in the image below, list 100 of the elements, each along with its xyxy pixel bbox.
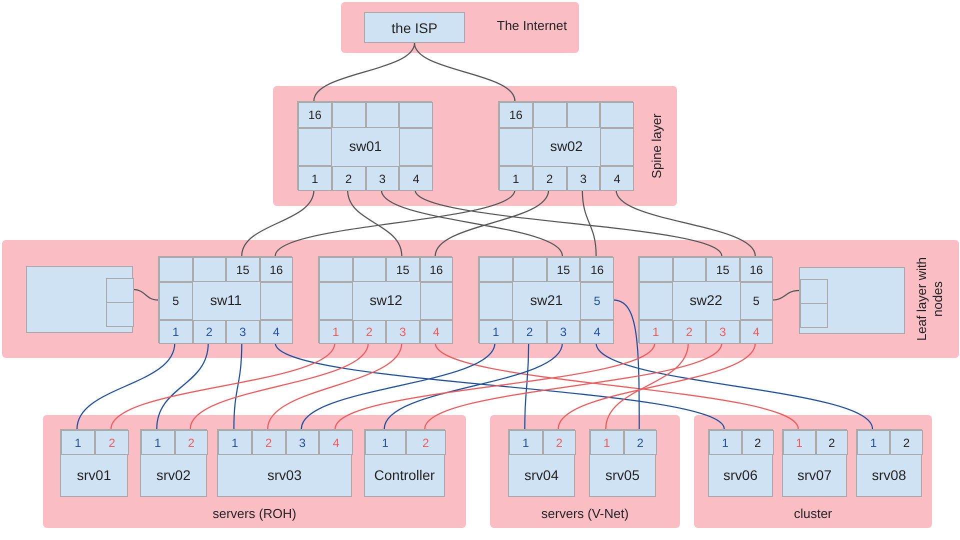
device-label: sw22 [688, 292, 724, 308]
port-cell: 1 [479, 320, 513, 344]
group-band [341, 2, 579, 53]
port-cell [399, 128, 433, 166]
gateway-box [26, 266, 133, 333]
cable-line [274, 190, 516, 256]
device-label: sw21 [529, 292, 564, 308]
provider-box [364, 12, 465, 43]
device-label: srv02 [155, 466, 192, 486]
port-cell: 16 [298, 102, 332, 128]
port-cell: 1 [298, 166, 332, 191]
port-cell: 5 [580, 282, 614, 320]
device-label: srv06 [722, 466, 759, 486]
port-cell: 16 [420, 257, 453, 282]
cable-line [267, 342, 402, 430]
cable-line [434, 342, 799, 430]
port-cell: 3 [286, 430, 320, 455]
cable-line [380, 190, 563, 256]
server-box [589, 429, 656, 497]
cable-line [190, 342, 369, 430]
port-cell: 1 [857, 430, 890, 455]
group-label: Leaf layer with nodes [914, 256, 946, 343]
server-box [856, 429, 922, 497]
cable-line [524, 343, 530, 429]
cable-line [334, 342, 656, 430]
port-cell: 4 [740, 320, 773, 344]
port-cell: 4 [399, 166, 433, 191]
cable-line [605, 342, 689, 430]
switch-box [158, 256, 292, 343]
server-box [364, 429, 445, 497]
gateway-box [799, 267, 905, 334]
group-label: servers (ROH) [212, 506, 298, 522]
server-box [708, 429, 773, 497]
port-cell: 1 [783, 430, 816, 455]
device-label: srv07 [796, 466, 833, 486]
port-cell: 2 [672, 320, 706, 344]
port-cell [639, 257, 672, 282]
port-cell: 2 [742, 430, 774, 455]
device-label: sw12 [368, 292, 404, 308]
cable-line [772, 290, 800, 301]
port-cell [479, 257, 513, 282]
group-label: servers (V-Net) [540, 506, 630, 522]
cable-line [582, 190, 597, 256]
port-cell: 2 [816, 430, 848, 455]
port-cell: 15 [706, 257, 740, 282]
port-cell [319, 282, 352, 320]
cable-line [596, 342, 874, 430]
port-cell [192, 257, 226, 282]
cable-line [414, 42, 516, 102]
port-cell: 5 [740, 282, 773, 320]
port-cell: 3 [706, 320, 740, 344]
port-cell: 16 [260, 257, 293, 282]
port-cell: 3 [566, 166, 600, 191]
port-cell: 3 [366, 166, 400, 191]
port-cell [420, 282, 453, 320]
cable-line [612, 299, 640, 429]
port-cell: 3 [226, 320, 260, 344]
server-box [217, 429, 352, 497]
switch-box [318, 256, 452, 343]
group-band [43, 415, 466, 528]
port-cell [319, 257, 352, 282]
port-cell: 1 [499, 166, 533, 191]
group-band [273, 86, 677, 206]
port-cell: 15 [546, 257, 580, 282]
cable-line [110, 342, 336, 430]
group-band [490, 415, 680, 528]
switch-box [478, 256, 613, 343]
port-cell [479, 282, 513, 320]
port-cell: 2 [532, 166, 566, 191]
cable-line [274, 342, 725, 430]
port-cell: 16 [740, 257, 773, 282]
port-cell [298, 128, 332, 166]
port-cell [352, 257, 386, 282]
port-cell: 4 [580, 320, 614, 344]
port-cell: 2 [624, 430, 657, 455]
group-label: Spine layer [648, 112, 666, 181]
port-cell: 1 [61, 430, 95, 455]
port-cell [800, 279, 828, 304]
port-cell: 1 [509, 430, 542, 455]
device-label: srv01 [76, 466, 112, 486]
port-cell: 2 [332, 166, 366, 191]
port-cell [399, 102, 433, 128]
port-cell: 1 [365, 430, 406, 455]
cable-line [616, 190, 756, 256]
port-cell: 2 [95, 430, 129, 455]
port-cell [672, 257, 706, 282]
port-cell: 1 [159, 320, 192, 344]
device-label: sw02 [549, 138, 584, 154]
port-cell: 2 [512, 320, 546, 344]
switch-box [297, 101, 432, 190]
port-cell: 2 [192, 320, 226, 344]
port-cell [600, 102, 634, 128]
group-label: The Internet [496, 18, 567, 34]
switch-box [498, 101, 633, 190]
port-cell [159, 257, 192, 282]
device-label: srv04 [523, 466, 560, 486]
port-cell: 1 [319, 320, 352, 344]
cable-line [434, 190, 550, 256]
port-cell [332, 102, 366, 128]
port-cell: 5 [159, 282, 192, 320]
